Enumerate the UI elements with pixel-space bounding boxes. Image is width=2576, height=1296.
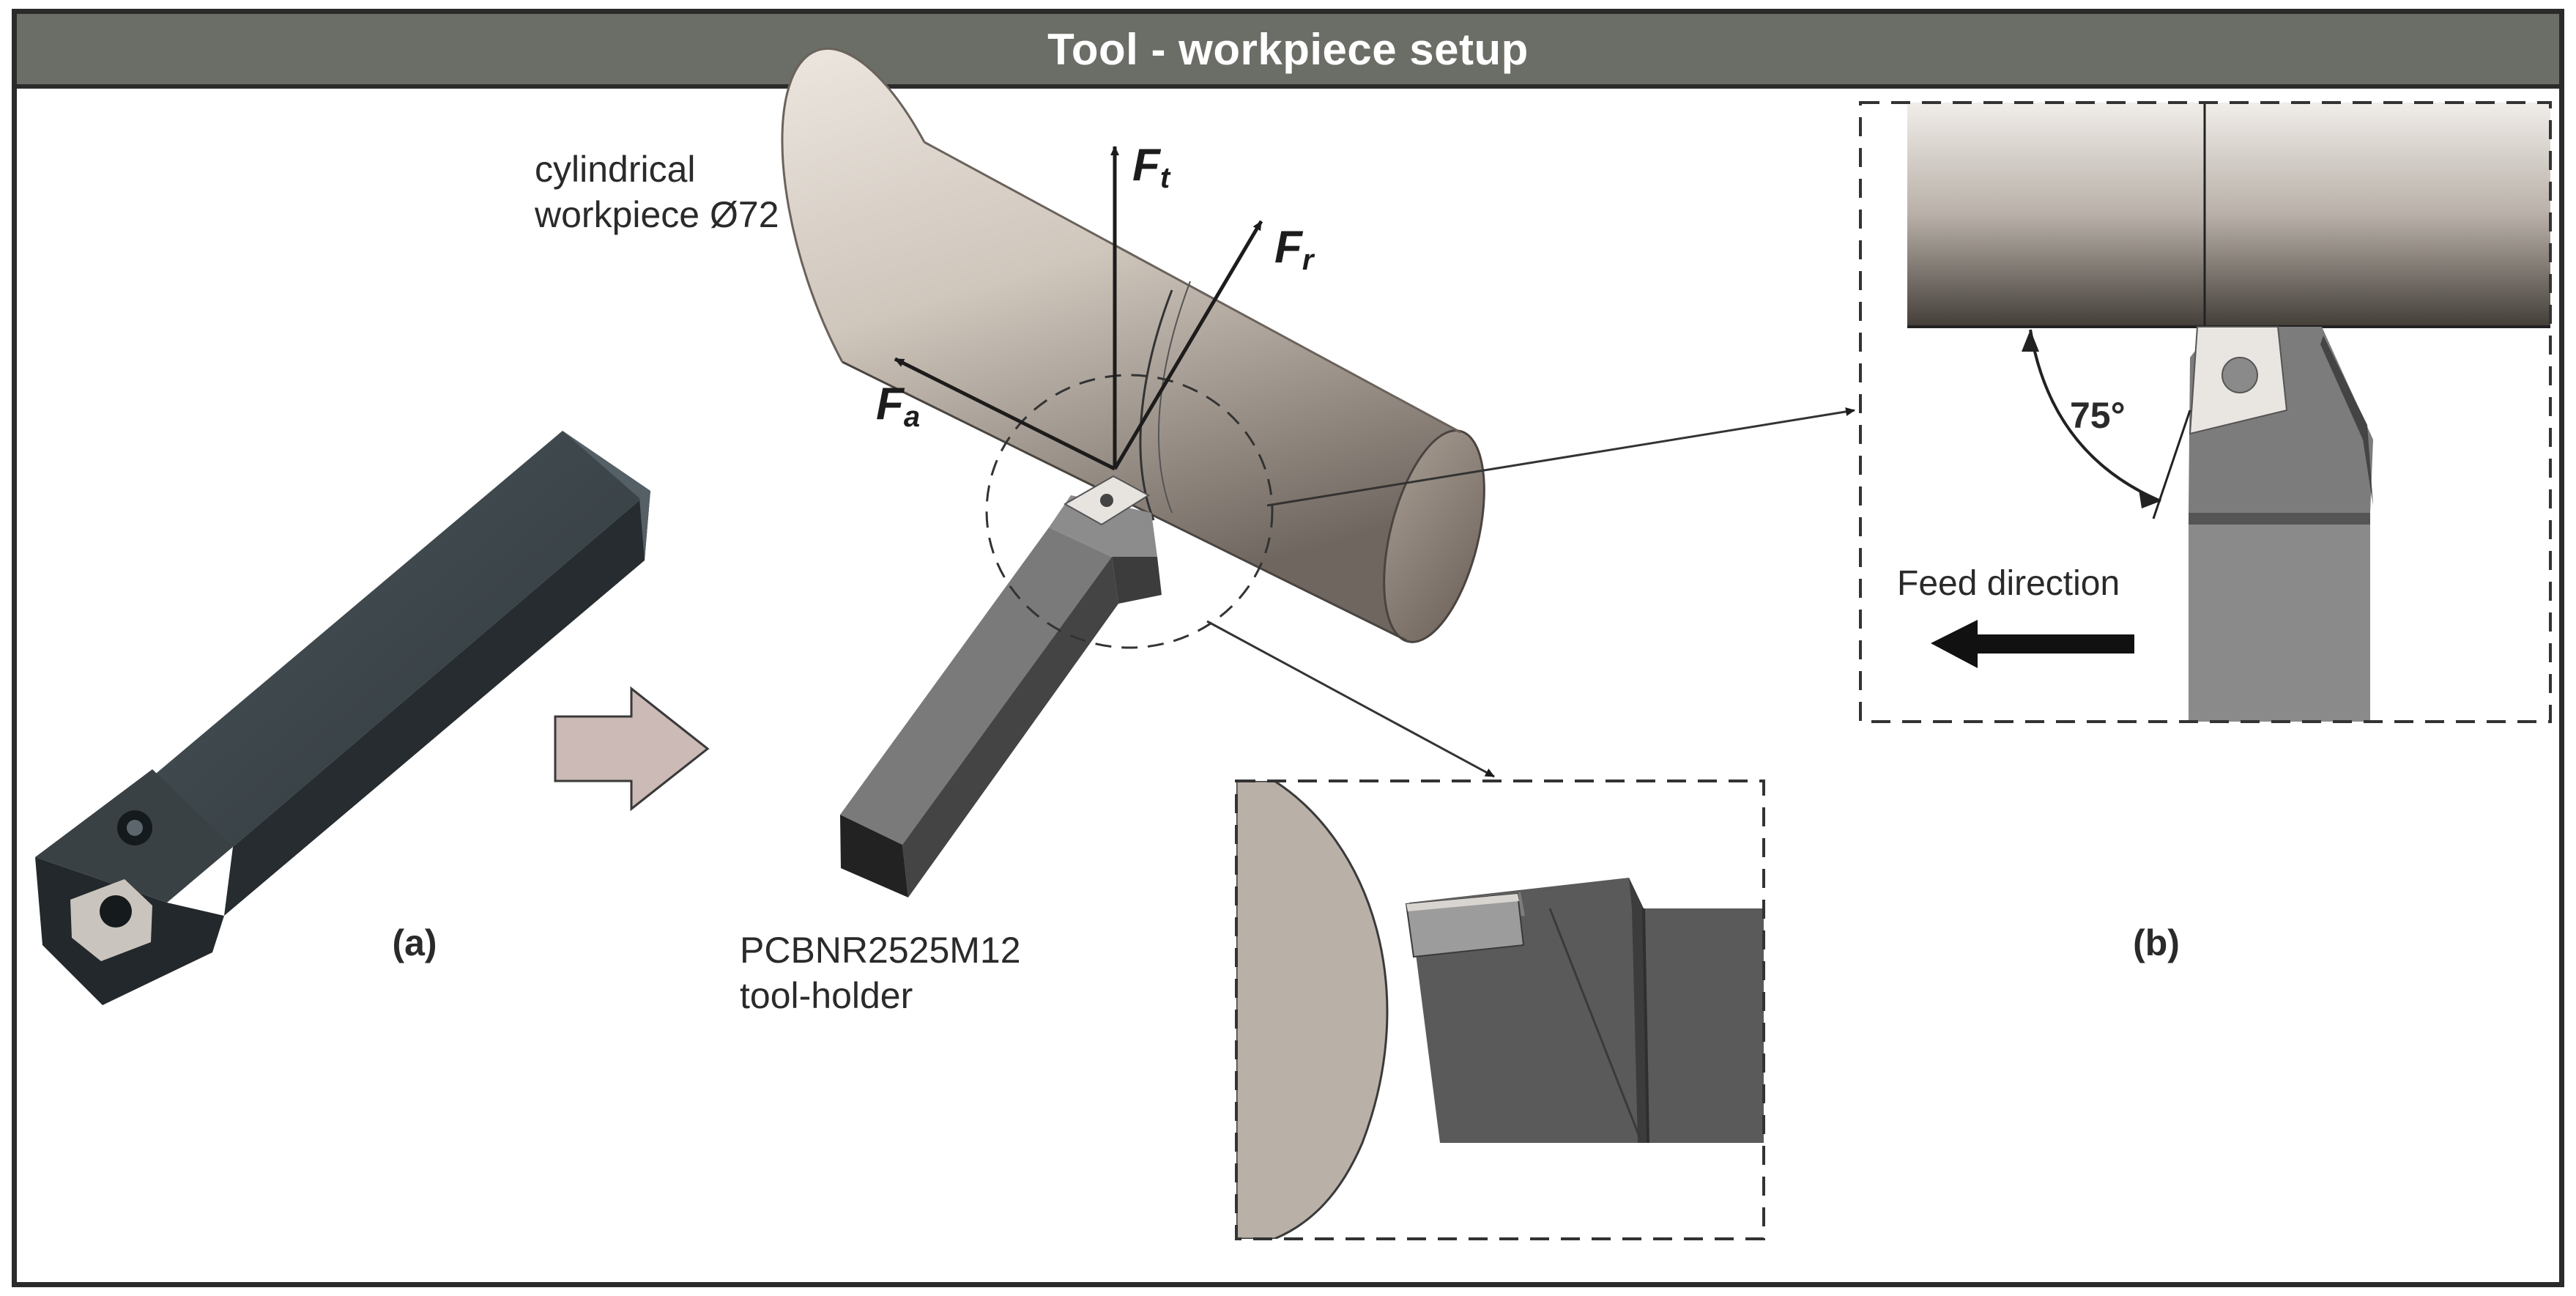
workpiece-section	[1236, 781, 1389, 1239]
panel-b-zoom: 75° Feed direction	[1859, 101, 2552, 723]
insert-section	[1405, 892, 1525, 958]
force-fa-label: Fa	[876, 379, 920, 433]
force-ft-label: Ft	[1132, 140, 1171, 194]
workpiece-label-line2: workpiece Ø72	[534, 194, 779, 235]
feed-direction-label: Feed direction	[1897, 564, 2120, 603]
force-fr-label: Fr	[1274, 222, 1315, 276]
detail-zoom	[1235, 780, 1765, 1240]
workpiece-top-view	[1907, 103, 2550, 327]
tool-holder-3d	[840, 475, 1162, 897]
figure-title: Tool - workpiece setup	[1047, 24, 1529, 74]
title-bar: Tool - workpiece setup	[17, 14, 2559, 89]
insert-hole-icon	[1100, 494, 1113, 507]
workpiece-body	[782, 48, 1460, 640]
feed-direction-arrow-icon	[1931, 620, 2134, 668]
holder-top-view-shank	[2189, 525, 2370, 722]
workpiece-label-line1: cylindrical	[535, 149, 696, 190]
insert-top-hole-icon	[2221, 357, 2258, 393]
tool-holder-photo	[35, 431, 650, 1005]
detail-zoom-frame	[1235, 780, 1765, 1240]
force-fr-arrow	[1113, 220, 1263, 470]
force-fa-arrow	[894, 357, 1116, 471]
panel-a-label: (a)	[392, 922, 437, 963]
angle-label: 75°	[2070, 395, 2126, 436]
zoom-circle	[985, 374, 1274, 649]
holder-bar-side	[902, 557, 1118, 897]
angle-arc	[2029, 329, 2161, 503]
force-vectors: Ft Fr Fa	[876, 140, 1315, 471]
holder-bar-end	[840, 815, 908, 897]
holder-shank-side	[224, 491, 650, 916]
holder-label-line2: tool-holder	[740, 975, 913, 1016]
panel-b-frame	[1859, 101, 2552, 723]
holder-bar-face	[840, 527, 1112, 845]
leader-line-to-b	[1266, 407, 1855, 507]
panel-b-label: (b)	[2133, 922, 2180, 963]
holder-label-line1: PCBNR2525M12	[740, 930, 1021, 971]
leader-line-to-detail	[1206, 620, 1495, 778]
insert-clamp-screw-icon	[100, 895, 132, 927]
holder-shank-top	[152, 431, 650, 847]
